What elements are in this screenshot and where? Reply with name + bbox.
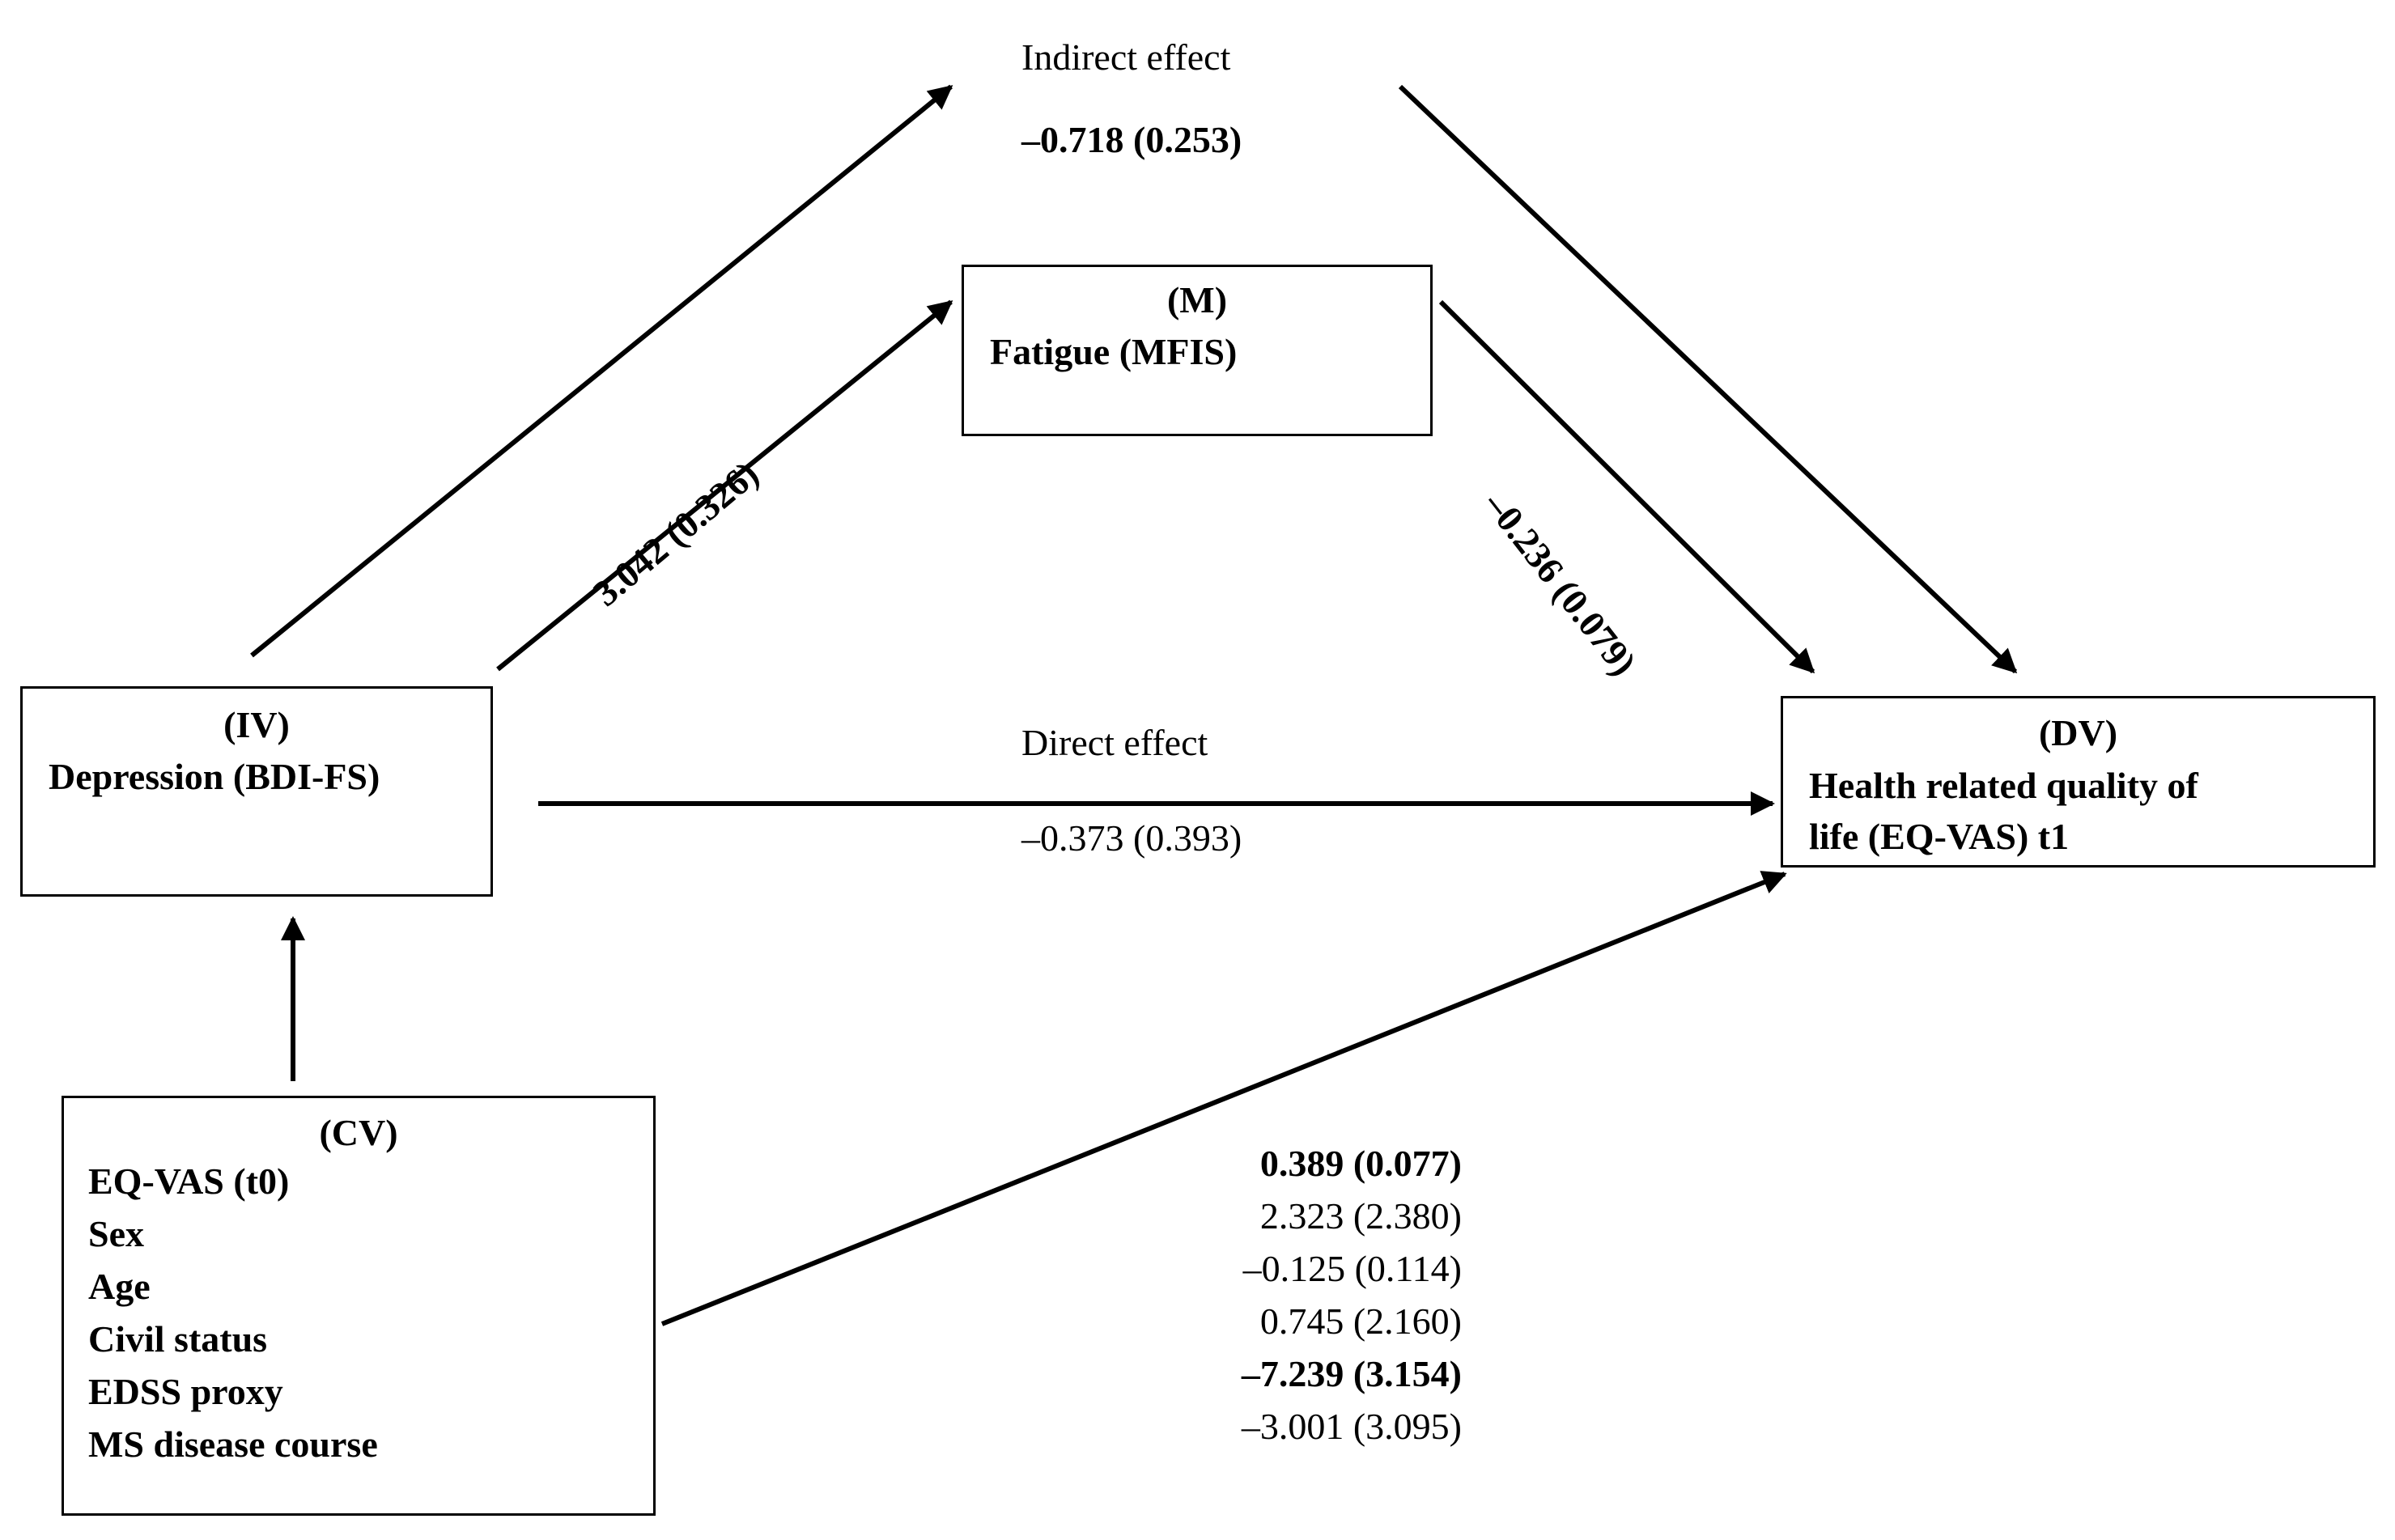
iv-tag: (IV)	[223, 704, 290, 745]
cv-item: MS disease course	[88, 1423, 378, 1465]
cv-coefficient: 0.745 (2.160)	[1259, 1300, 1462, 1342]
cv-coefficient: 0.389 (0.077)	[1259, 1143, 1462, 1184]
arrow-cv-to-dv	[660, 871, 1787, 1326]
cv-item: EDSS proxy	[88, 1371, 283, 1412]
dv-tag: (DV)	[2038, 712, 2118, 753]
cv-item: Civil status	[88, 1318, 268, 1360]
direct-effect-value: –0.373 (0.393)	[1021, 817, 1242, 859]
indirect-effect-label: Indirect effect	[1021, 36, 1231, 78]
dv-box: (DV) Health related quality of life (EQ-…	[1781, 696, 2376, 868]
cv-coefficient: 2.323 (2.380)	[1259, 1195, 1462, 1237]
cv-coefficient: –3.001 (3.095)	[1241, 1406, 1462, 1447]
mediator-tag: (M)	[1166, 279, 1228, 320]
iv-label: Depression (BDI-FS)	[49, 756, 380, 797]
arrow-indirect-to-dv	[1398, 84, 2018, 674]
mediator-box: (M) Fatigue (MFIS)	[962, 265, 1433, 436]
cv-item: EQ-VAS (t0)	[88, 1160, 290, 1202]
cv-box: (CV) EQ-VAS (t0) Sex Age Civil status ED…	[62, 1096, 656, 1516]
cv-coefficient: –0.125 (0.114)	[1242, 1248, 1462, 1289]
cv-list: EQ-VAS (t0) Sex Age Civil status EDSS pr…	[88, 1155, 378, 1470]
indirect-effect-value: –0.718 (0.253)	[1021, 119, 1242, 160]
cv-item: Sex	[88, 1213, 144, 1254]
cv-tag: (CV)	[319, 1112, 398, 1153]
arrow-iv-to-mediator	[496, 299, 953, 672]
cv-item: Age	[88, 1266, 151, 1307]
dv-label-line2: life (EQ-VAS) t1	[1809, 816, 2070, 857]
dv-label-line1: Health related quality of	[1809, 765, 2198, 806]
direct-effect-label: Direct effect	[1021, 722, 1208, 763]
iv-box: (IV) Depression (BDI-FS)	[20, 686, 493, 897]
mediator-label: Fatigue (MFIS)	[990, 331, 1238, 372]
arrow-mediator-to-dv	[1438, 299, 1815, 674]
cv-coefficient: –7.239 (3.154)	[1241, 1353, 1462, 1394]
arrow-iv-to-indirect	[250, 84, 953, 658]
